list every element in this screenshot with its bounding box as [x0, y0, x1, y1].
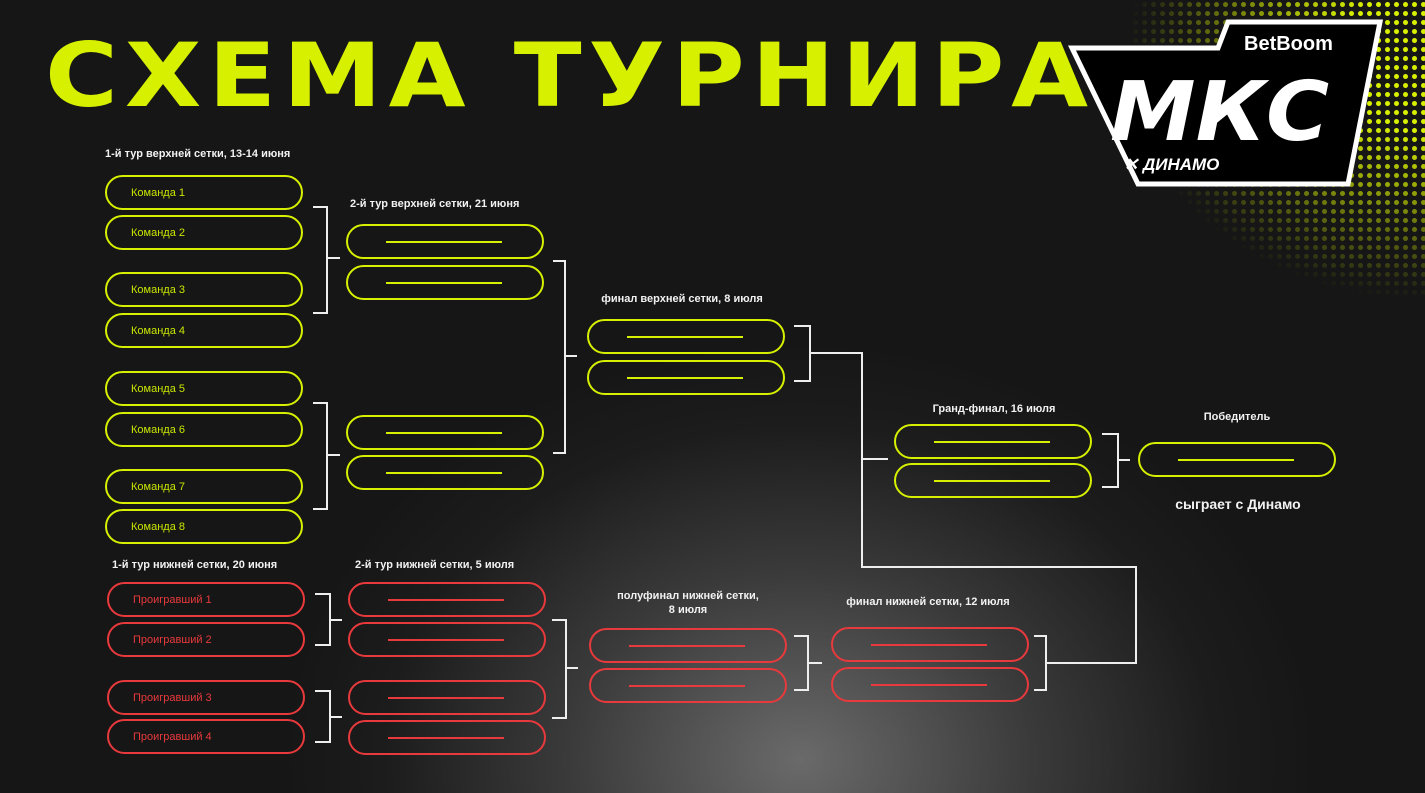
- empty-slot: [587, 360, 785, 395]
- team-slot: Команда 5: [105, 371, 303, 406]
- team-slot: Команда 4: [105, 313, 303, 348]
- loser-slot: Проигравший 3: [107, 680, 305, 715]
- empty-slot: [346, 455, 544, 490]
- winner-note: сыграет с Динамо: [1175, 496, 1301, 512]
- team-slot: Команда 3: [105, 272, 303, 307]
- empty-slot: [348, 582, 546, 617]
- grand-final-label: Гранд-финал, 16 июля: [932, 403, 1056, 415]
- team-slot: Команда 2: [105, 215, 303, 250]
- empty-slot: [348, 720, 546, 755]
- lower-final-label: финал нижней сетки, 12 июля: [846, 596, 1010, 608]
- empty-slot: [346, 265, 544, 300]
- winner-slot: [1138, 442, 1336, 477]
- empty-slot: [348, 622, 546, 657]
- svg-text:✕ ДИНАМО: ✕ ДИНАМО: [1124, 155, 1219, 174]
- upper-round2-label: 2-й тур верхней сетки, 21 июня: [350, 198, 520, 210]
- svg-text:МКС: МКС: [1110, 64, 1329, 160]
- lower-semifinal-label-line1: полуфинал нижней сетки,: [617, 590, 759, 602]
- lower-round1-label: 1-й тур нижней сетки, 20 июня: [112, 559, 278, 571]
- loser-slot: Проигравший 4: [107, 719, 305, 754]
- team-slot: Команда 1: [105, 175, 303, 210]
- empty-slot: [589, 668, 787, 703]
- team-slot: Команда 6: [105, 412, 303, 447]
- page-title: СХЕМА ТУРНИРА: [45, 24, 1095, 127]
- empty-slot: [589, 628, 787, 663]
- empty-slot: [587, 319, 785, 354]
- svg-text:BetBoom: BetBoom: [1244, 33, 1333, 55]
- empty-slot: [831, 627, 1029, 662]
- empty-slot: [831, 667, 1029, 702]
- empty-slot: [346, 415, 544, 450]
- mks-betboom-logo: BetBoom МКС ✕ ДИНАМО: [1068, 19, 1384, 187]
- empty-slot: [346, 224, 544, 259]
- team-slot: Команда 7: [105, 469, 303, 504]
- loser-slot: Проигравший 1: [107, 582, 305, 617]
- upper-final-label: финал верхней сетки, 8 июля: [601, 293, 763, 305]
- loser-slot: Проигравший 2: [107, 622, 305, 657]
- empty-slot: [348, 680, 546, 715]
- empty-slot: [894, 424, 1092, 459]
- lower-semifinal-label-line2: 8 июля: [668, 604, 708, 616]
- lower-round2-label: 2-й тур нижней сетки, 5 июля: [355, 559, 515, 571]
- empty-slot: [894, 463, 1092, 498]
- winner-label: Победитель: [1203, 411, 1271, 423]
- upper-round1-label: 1-й тур верхней сетки, 13-14 июня: [105, 148, 291, 160]
- team-slot: Команда 8: [105, 509, 303, 544]
